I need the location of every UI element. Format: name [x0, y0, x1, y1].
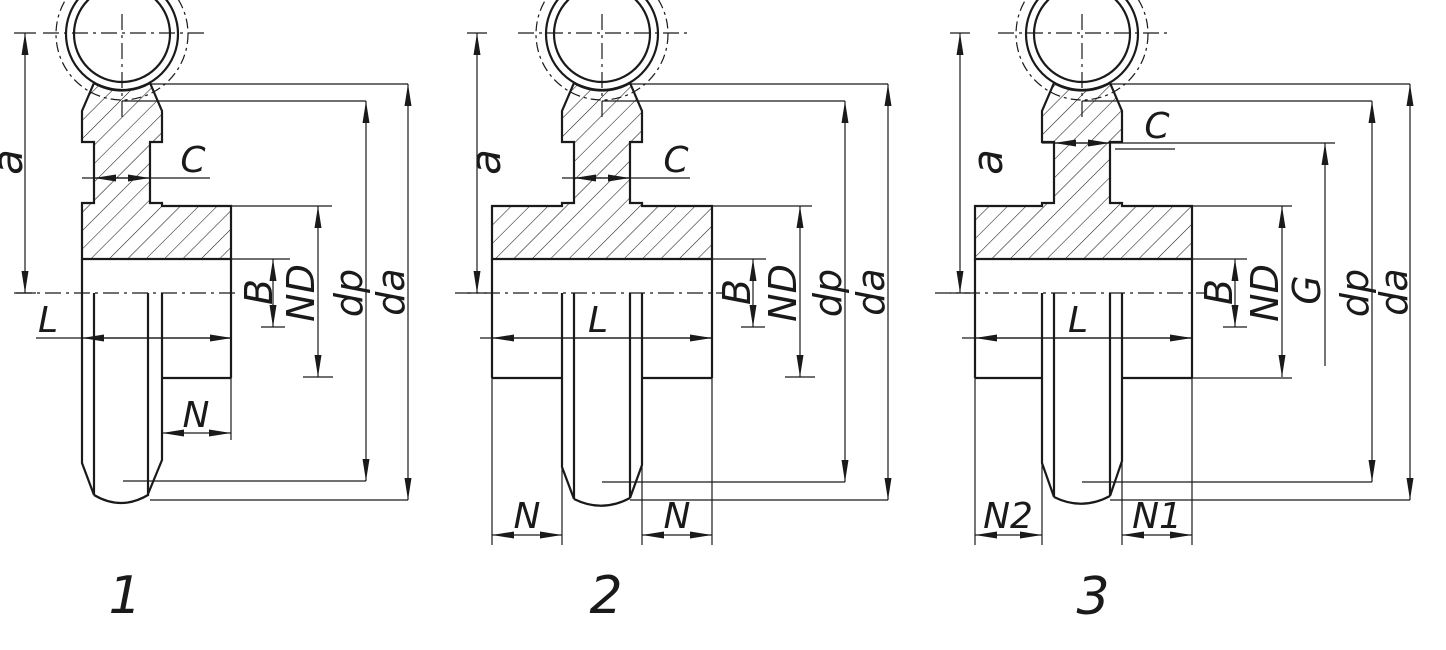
- sprocket-figure-1: a C B ND dp da L N 1: [0, 0, 413, 626]
- label-c: C: [663, 140, 689, 181]
- label-a: a: [0, 149, 32, 175]
- label-nd: ND: [1243, 264, 1287, 322]
- sprocket-figure-3: a C B ND G dp da L N2 N1 3: [935, 0, 1416, 627]
- label-dp: dp: [806, 269, 850, 317]
- label-c: C: [180, 140, 206, 181]
- sprocket-section-hatched: [490, 81, 714, 261]
- label-a: a: [461, 149, 510, 175]
- label-n1: N1: [1132, 496, 1182, 537]
- hub-and-plate-silhouette: [80, 259, 233, 496]
- hub-and-plate-silhouette: [973, 259, 1194, 498]
- dimension-labels: a C B ND G dp da L N2 N1: [963, 106, 1416, 537]
- label-dp: dp: [1333, 269, 1377, 317]
- body-outline-lines: [80, 259, 233, 505]
- label-l: L: [38, 300, 58, 341]
- label-a: a: [963, 149, 1012, 175]
- break-line-wavy: [93, 494, 149, 505]
- label-b: B: [715, 279, 759, 305]
- leader-lines: [602, 83, 888, 501]
- label-b: B: [1197, 279, 1241, 305]
- label-n-left: N: [514, 496, 541, 537]
- label-nd: ND: [761, 264, 805, 322]
- extension-lines: [974, 148, 1292, 545]
- thin-construction-lines: [122, 83, 408, 501]
- centerlines: [935, 14, 1205, 294]
- dimension-labels: a C B ND dp da L N: [0, 140, 413, 436]
- extension-lines: [230, 205, 333, 440]
- centerlines: [455, 14, 725, 294]
- dimension-labels: a C B ND dp da L N N: [461, 140, 893, 537]
- centerlines: [16, 14, 237, 294]
- figure-number: 3: [1076, 567, 1109, 627]
- label-n-right: N: [664, 496, 691, 537]
- roller-inner-circle: [1032, 0, 1132, 84]
- figure-number: 2: [589, 566, 622, 626]
- roller-seating-circle: [1015, 0, 1149, 101]
- hub-and-plate-silhouette: [490, 259, 714, 500]
- label-nd: ND: [279, 264, 323, 322]
- dimension-lines: [14, 32, 412, 500]
- label-l: L: [588, 300, 608, 341]
- roller-inner-circle: [552, 0, 652, 84]
- roller-seating-circle: [535, 0, 669, 101]
- dimension-lines: [467, 32, 892, 539]
- label-dp: dp: [327, 269, 371, 317]
- body-outline-lines: [490, 259, 714, 507]
- label-da: da: [849, 268, 893, 315]
- leader-lines: [122, 83, 408, 501]
- label-n2: N2: [983, 496, 1033, 537]
- sprocket-section-hatched: [973, 81, 1194, 261]
- roller-seating-circle: [55, 0, 189, 101]
- label-da: da: [369, 268, 413, 315]
- label-n: N: [183, 395, 210, 436]
- label-b: B: [237, 279, 281, 305]
- sprocket-section-hatched: [80, 81, 233, 261]
- label-c: C: [1144, 106, 1170, 147]
- body-outline-lines: [973, 259, 1194, 505]
- label-l: L: [1068, 300, 1088, 341]
- label-da: da: [1372, 268, 1416, 315]
- sprocket-figure-2: a C B ND dp da L N N 2: [455, 0, 893, 626]
- break-line-wavy: [1053, 495, 1111, 505]
- label-g: G: [1285, 275, 1329, 304]
- leader-lines: [1082, 83, 1410, 501]
- figure-number: 1: [108, 566, 141, 626]
- roller-inner-circle: [72, 0, 172, 84]
- thin-construction-lines: [974, 83, 1410, 545]
- dimension-lines: [950, 32, 1414, 539]
- break-line-wavy: [573, 497, 631, 507]
